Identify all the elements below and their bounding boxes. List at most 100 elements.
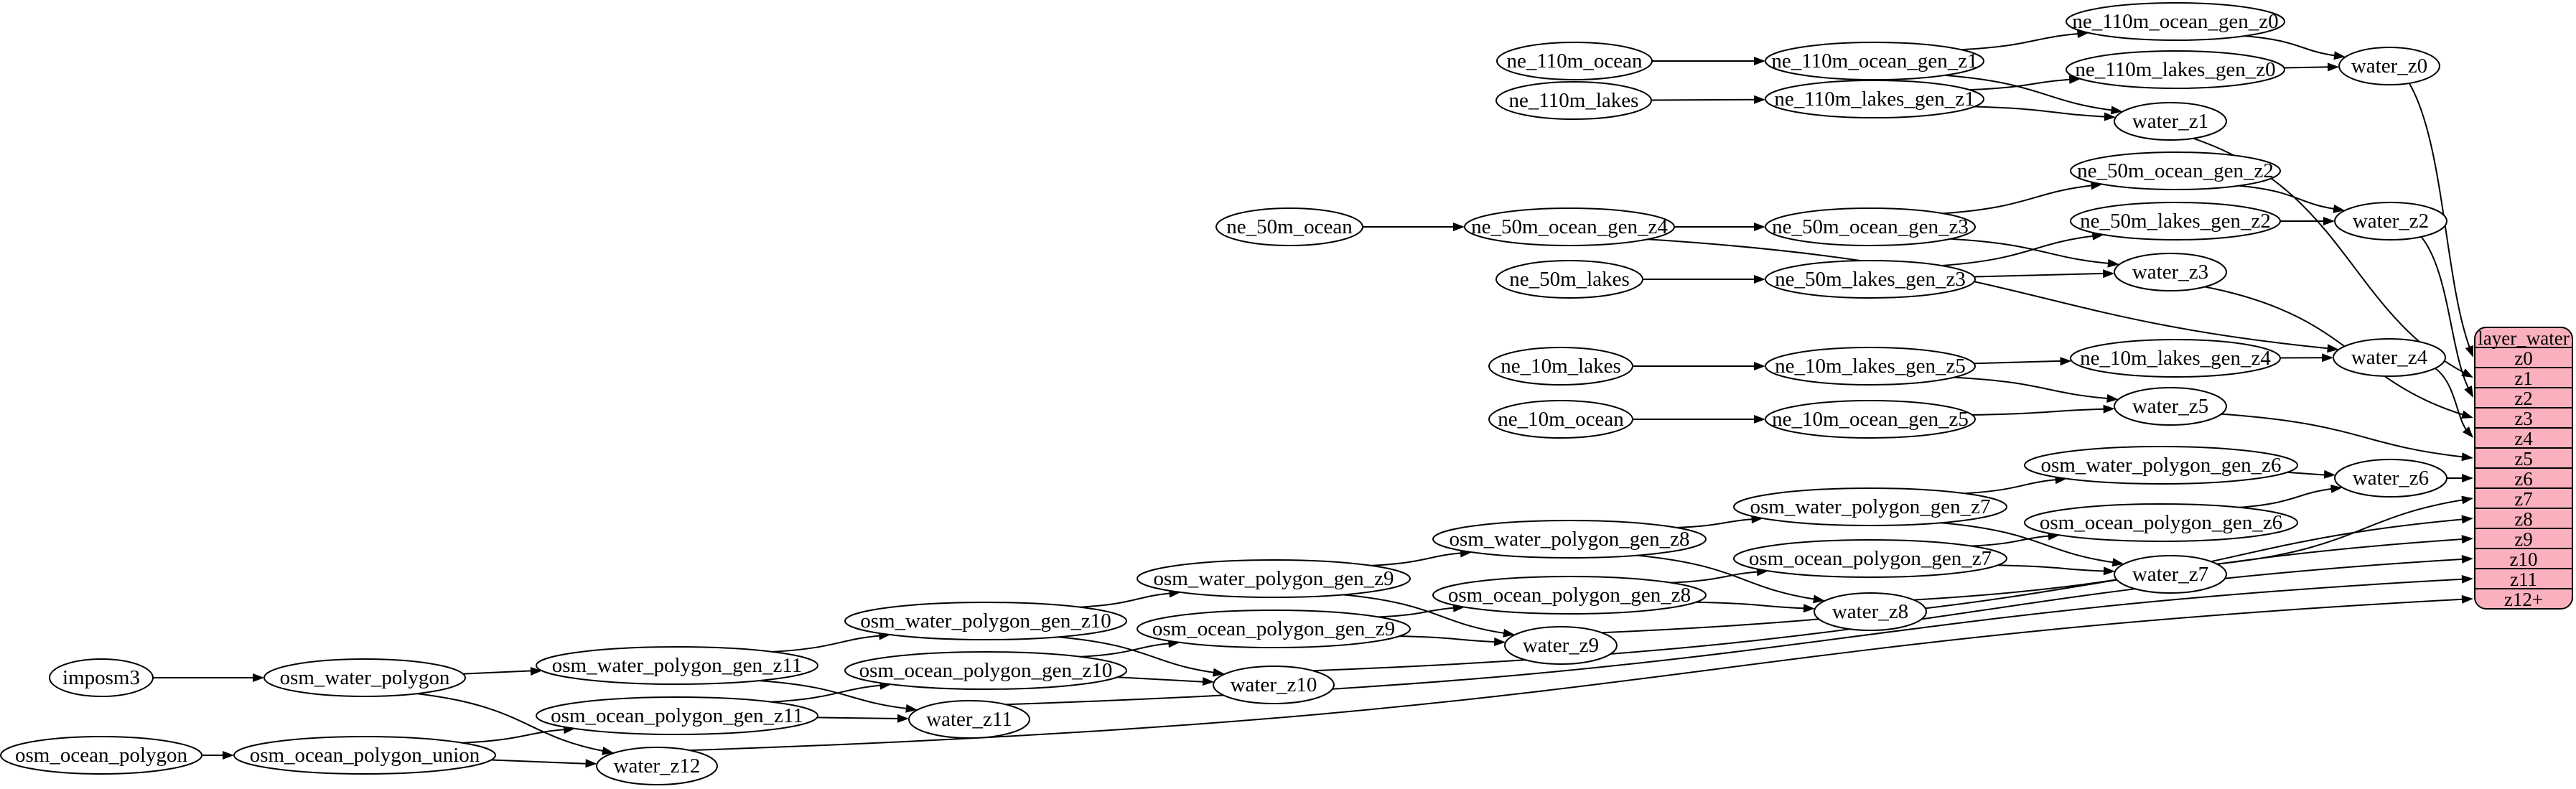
node-osm_ocean_polygon_union: osm_ocean_polygon_union	[233, 736, 496, 775]
edge-ne_50m_ocean_gen_z4-to-water_z4	[1647, 238, 2339, 353]
node-ne_110m_lakes: ne_110m_lakes	[1495, 81, 1652, 120]
edge-water_z5-to-layer_water-z5	[2221, 413, 2473, 462]
node-osm_ocean_polygon: osm_ocean_polygon	[0, 736, 202, 775]
node-ne_10m_lakes_gen_z4: ne_10m_lakes_gen_z4	[2070, 339, 2281, 378]
edge-line	[1961, 32, 2081, 51]
node-ellipse	[1137, 610, 1411, 648]
edge-line	[2435, 368, 2468, 432]
edge-ne_10m_lakes_gen_z4-to-water_z4	[2279, 353, 2333, 363]
node-ellipse	[2070, 151, 2281, 190]
edge-water_z12-to-layer_water-z12+	[689, 594, 2473, 752]
edge-ne_10m_lakes-to-ne_10m_lakes_gen_z5	[1633, 362, 1765, 370]
edge-ne_10m_lakes_gen_z5-to-water_z5	[1954, 376, 2119, 403]
node-label: ne_50m_lakes_gen_z2	[2080, 210, 2271, 233]
node-label: osm_ocean_polygon_gen_z10	[859, 659, 1113, 682]
arrowhead-icon	[530, 667, 542, 676]
edge-ne_110m_ocean_gen_z1-to-water_z1	[1944, 74, 2123, 115]
edge-line	[2244, 35, 2338, 57]
edge-line	[2221, 413, 2465, 458]
edge-line	[1651, 98, 1758, 101]
edge-line	[1399, 635, 1498, 643]
node-ne_110m_lakes_gen_z1: ne_110m_lakes_gen_z1	[1765, 80, 1984, 118]
node-osm_water_polygon_gen_z11: osm_water_polygon_gen_z11	[536, 646, 818, 685]
arrowhead-icon	[2461, 594, 2473, 604]
node-ellipse	[1814, 592, 1927, 631]
edge-ne_110m_ocean-to-ne_110m_ocean_gen_z1	[1652, 57, 1765, 65]
edge-osm_water_polygon_gen_z9-to-osm_water_polygon_gen_z8	[1371, 548, 1472, 566]
node-label: ne_10m_lakes	[1501, 355, 1621, 378]
edge-line	[817, 716, 901, 719]
node-label: water_z1	[2132, 110, 2208, 133]
node-osm_water_polygon_gen_z7: osm_water_polygon_gen_z7	[1733, 487, 2007, 526]
node-ne_50m_ocean_gen_z3: ne_50m_ocean_gen_z3	[1765, 207, 1976, 246]
node-water_z9: water_z9	[1504, 626, 1618, 665]
node-label: ne_50m_ocean_gen_z2	[2077, 159, 2274, 182]
edge-line	[1941, 522, 2116, 564]
layer-water-row-z8: z8	[2514, 508, 2532, 530]
arrowhead-icon	[2328, 62, 2340, 72]
node-ellipse	[1765, 207, 1976, 246]
arrowhead-icon	[2103, 566, 2115, 576]
edge-line	[1944, 74, 2114, 111]
node-ne_50m_ocean: ne_50m_ocean	[1215, 207, 1363, 246]
node-ne_50m_lakes_gen_z2: ne_50m_lakes_gen_z2	[2070, 202, 2281, 241]
node-ellipse	[1733, 539, 2007, 578]
edge-osm_ocean_polygon_gen_z9-to-water_z9	[1399, 635, 1506, 646]
arrowhead-icon	[2461, 574, 2473, 584]
node-ne_50m_lakes_gen_z3: ne_50m_lakes_gen_z3	[1765, 260, 1976, 299]
node-label: water_z7	[2132, 563, 2208, 586]
node-label: ne_50m_ocean_gen_z3	[1772, 215, 1969, 238]
node-ellipse	[2114, 555, 2227, 594]
edge-osm_ocean_polygon_gen_z6-to-water_z6	[2239, 485, 2343, 508]
layer-water-row-z9: z9	[2514, 528, 2532, 550]
edge-ne_50m_ocean_gen_z4-to-ne_50m_ocean_gen_z3	[1674, 223, 1765, 231]
edge-line	[1081, 643, 1172, 658]
node-label: ne_110m_ocean_gen_z0	[2072, 10, 2278, 33]
node-osm_water_polygon_gen_z6: osm_water_polygon_gen_z6	[2024, 446, 2298, 485]
node-label: ne_10m_ocean_gen_z5	[1772, 408, 1969, 431]
edge-ne_10m_ocean_gen_z5-to-water_z5	[1971, 404, 2115, 416]
edges-layer	[153, 29, 2473, 768]
node-ellipse	[233, 736, 496, 775]
node-label: water_z10	[1231, 673, 1317, 696]
edge-ne_50m_lakes-to-ne_50m_lakes_gen_z3	[1643, 275, 1765, 284]
arrowhead-icon	[2060, 357, 2072, 366]
node-ellipse	[1488, 347, 1633, 386]
node-ellipse	[1765, 347, 1976, 386]
node-label: osm_ocean_polygon_gen_z7	[1749, 547, 1992, 570]
node-water_z10: water_z10	[1213, 666, 1335, 704]
edge-osm_water_polygon_gen_z7-to-osm_water_polygon_gen_z6	[1964, 475, 2067, 495]
edge-ne_50m_ocean_gen_z3-to-ne_50m_ocean_gen_z2	[1943, 181, 2103, 215]
arrowhead-icon	[2091, 231, 2104, 241]
node-label: osm_ocean_polygon_gen_z6	[2040, 511, 2282, 534]
edge-line	[1941, 235, 2096, 266]
arrowhead-icon	[2461, 555, 2473, 564]
layer-water-row-z11: z11	[2510, 569, 2537, 590]
node-ellipse	[596, 747, 718, 785]
node-ne_10m_ocean: ne_10m_ocean	[1488, 400, 1633, 439]
edge-osm_water_polygon-to-water_z12	[417, 693, 614, 755]
node-osm_ocean_polygon_gen_z8: osm_ocean_polygon_gen_z8	[1432, 576, 1707, 615]
edge-line	[2239, 487, 2334, 508]
edge-line	[689, 598, 2465, 752]
arrowhead-icon	[2461, 495, 2473, 505]
arrowhead-icon	[2327, 344, 2339, 353]
node-ellipse	[2338, 47, 2440, 85]
edge-line	[2239, 185, 2337, 210]
node-ellipse	[1213, 666, 1335, 704]
node-label: ne_50m_lakes	[1509, 268, 1630, 291]
node-ellipse	[1504, 626, 1618, 665]
node-ellipse	[1464, 207, 1675, 246]
edge-line	[1969, 78, 2073, 91]
node-ne_50m_ocean_gen_z2: ne_50m_ocean_gen_z2	[2070, 151, 2281, 190]
node-osm_ocean_polygon_gen_z6: osm_ocean_polygon_gen_z6	[2024, 503, 2298, 542]
node-ellipse	[2334, 202, 2447, 241]
arrowhead-icon	[223, 751, 234, 760]
node-osm_water_polygon: osm_water_polygon	[263, 658, 466, 697]
node-water_z3: water_z3	[2114, 253, 2227, 291]
node-label: ne_110m_ocean	[1507, 50, 1643, 73]
arrowhead-icon	[2110, 106, 2123, 115]
node-water_z8: water_z8	[1814, 592, 1927, 631]
